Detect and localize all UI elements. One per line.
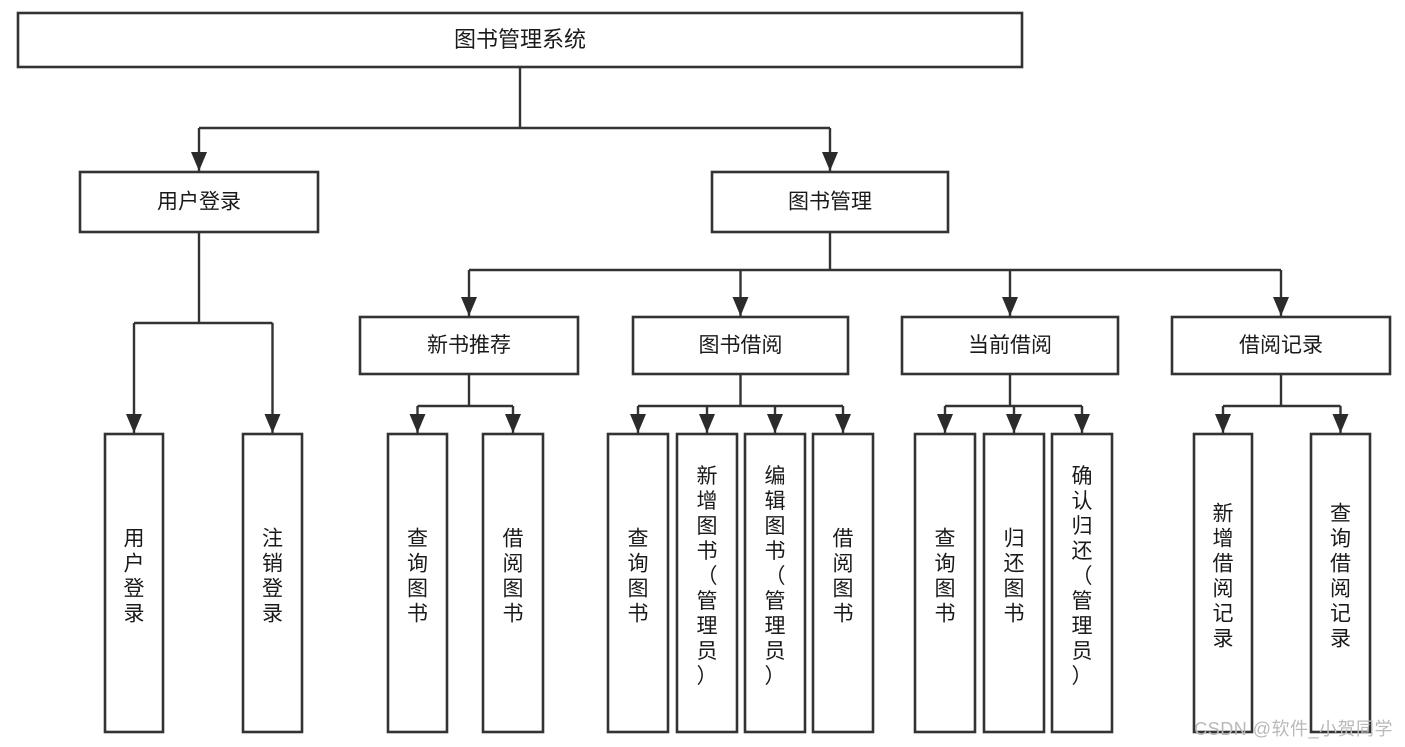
current-borrow-leaves-arrow-2 — [1074, 414, 1090, 433]
node-label-borrow-record: 借阅记录 — [1239, 334, 1323, 357]
node-box-leaf-edit-book — [743, 432, 807, 734]
node-label-leaf-query-book-2: 查询图书 — [628, 528, 649, 626]
root-arrow-0 — [191, 152, 207, 171]
node-box-root — [16, 11, 1024, 69]
book-manage-arrow-0 — [461, 297, 477, 316]
node-box-leaf-user-login — [103, 432, 165, 734]
node-box-new-book-recommend — [358, 315, 580, 376]
node-box-leaf-logout — [241, 432, 304, 734]
node-box-leaf-borrow-book-1 — [481, 432, 545, 734]
book-manage-arrow-3 — [1273, 297, 1289, 316]
node-leaf-confirm-return[interactable]: 确认归还（管理员） — [1050, 432, 1114, 734]
node-leaf-query-record[interactable]: 查询借阅记录 — [1309, 432, 1372, 734]
node-leaf-edit-book[interactable]: 编辑图书（管理员） — [743, 432, 807, 734]
node-leaf-borrow-book-1[interactable]: 借阅图书 — [481, 432, 545, 734]
node-label-leaf-borrow-book-2: 借阅图书 — [833, 528, 854, 626]
node-label-leaf-user-login: 用户登录 — [124, 528, 145, 626]
book-borrow-leaves-arrow-2 — [767, 414, 783, 433]
user-login-leaves-arrow-0 — [126, 414, 142, 433]
node-box-leaf-query-book-2 — [606, 432, 670, 734]
node-book-manage[interactable]: 图书管理 — [710, 170, 950, 234]
user-login-leaves-arrow-1 — [264, 414, 281, 433]
node-label-leaf-return-book: 归还图书 — [1004, 528, 1025, 626]
node-box-leaf-confirm-return — [1050, 432, 1114, 734]
node-box-leaf-borrow-book-2 — [811, 432, 875, 734]
borrow-record-leaves-arrow-1 — [1332, 414, 1349, 433]
node-user-login[interactable]: 用户登录 — [78, 170, 320, 234]
node-box-user-login — [78, 170, 320, 234]
node-book-borrow[interactable]: 图书借阅 — [631, 315, 850, 376]
node-label-book-manage: 图书管理 — [788, 191, 872, 214]
node-box-current-borrow — [900, 315, 1120, 376]
node-label-leaf-add-book: 新增图书（管理员） — [697, 465, 718, 688]
node-label-leaf-edit-book: 编辑图书（管理员） — [765, 465, 786, 688]
book-borrow-leaves-arrow-0 — [630, 414, 646, 433]
root-arrow-1 — [822, 152, 838, 171]
node-borrow-record[interactable]: 借阅记录 — [1170, 315, 1392, 376]
node-box-borrow-record — [1170, 315, 1392, 376]
new-book-recommend-leaves-arrow-1 — [505, 414, 521, 433]
node-leaf-query-book-2[interactable]: 查询图书 — [606, 432, 670, 734]
new-book-recommend-leaves-arrow-0 — [409, 414, 426, 433]
node-box-leaf-add-book — [675, 432, 739, 734]
node-label-leaf-add-record: 新增借阅记录 — [1213, 503, 1234, 651]
node-leaf-user-login[interactable]: 用户登录 — [103, 432, 165, 734]
node-label-user-login: 用户登录 — [157, 191, 241, 214]
node-label-new-book-recommend: 新书推荐 — [427, 334, 511, 357]
node-leaf-borrow-book-2[interactable]: 借阅图书 — [811, 432, 875, 734]
node-new-book-recommend[interactable]: 新书推荐 — [358, 315, 580, 376]
node-leaf-add-book[interactable]: 新增图书（管理员） — [675, 432, 739, 734]
node-label-book-borrow: 图书借阅 — [699, 334, 783, 357]
node-leaf-return-book[interactable]: 归还图书 — [982, 432, 1046, 734]
node-label-leaf-borrow-book-1: 借阅图书 — [503, 528, 524, 626]
node-box-book-borrow — [631, 315, 850, 376]
node-box-leaf-return-book — [982, 432, 1046, 734]
node-root[interactable]: 图书管理系统 — [16, 11, 1024, 69]
node-current-borrow[interactable]: 当前借阅 — [900, 315, 1120, 376]
node-label-leaf-logout: 注销登录 — [262, 528, 283, 626]
book-manage-arrow-1 — [732, 297, 749, 316]
current-borrow-leaves-arrow-1 — [1006, 414, 1022, 433]
node-label-root: 图书管理系统 — [454, 27, 586, 52]
node-layer: 图书管理系统用户登录图书管理新书推荐图书借阅当前借阅借阅记录用户登录注销登录查询… — [16, 11, 1392, 734]
borrow-record-leaves-arrow-0 — [1215, 414, 1231, 433]
book-borrow-leaves-arrow-1 — [699, 414, 715, 433]
node-leaf-logout[interactable]: 注销登录 — [241, 432, 304, 734]
book-borrow-leaves-arrow-3 — [835, 414, 851, 433]
connector-layer — [126, 67, 1349, 433]
node-label-leaf-confirm-return: 确认归还（管理员） — [1072, 465, 1093, 688]
node-box-leaf-add-record — [1192, 432, 1254, 734]
node-leaf-query-book-3[interactable]: 查询图书 — [913, 432, 977, 734]
current-borrow-leaves-arrow-0 — [937, 414, 953, 433]
node-label-leaf-query-record: 查询借阅记录 — [1330, 503, 1351, 651]
book-manage-arrow-2 — [1002, 297, 1018, 316]
node-label-leaf-query-book-3: 查询图书 — [935, 528, 956, 626]
node-leaf-add-record[interactable]: 新增借阅记录 — [1192, 432, 1254, 734]
node-box-leaf-query-record — [1309, 432, 1372, 734]
node-box-leaf-query-book-1 — [386, 432, 449, 734]
node-label-current-borrow: 当前借阅 — [968, 334, 1052, 357]
node-leaf-query-book-1[interactable]: 查询图书 — [386, 432, 449, 734]
node-box-book-manage — [710, 170, 950, 234]
node-box-leaf-query-book-3 — [913, 432, 977, 734]
node-label-leaf-query-book-1: 查询图书 — [407, 528, 428, 626]
